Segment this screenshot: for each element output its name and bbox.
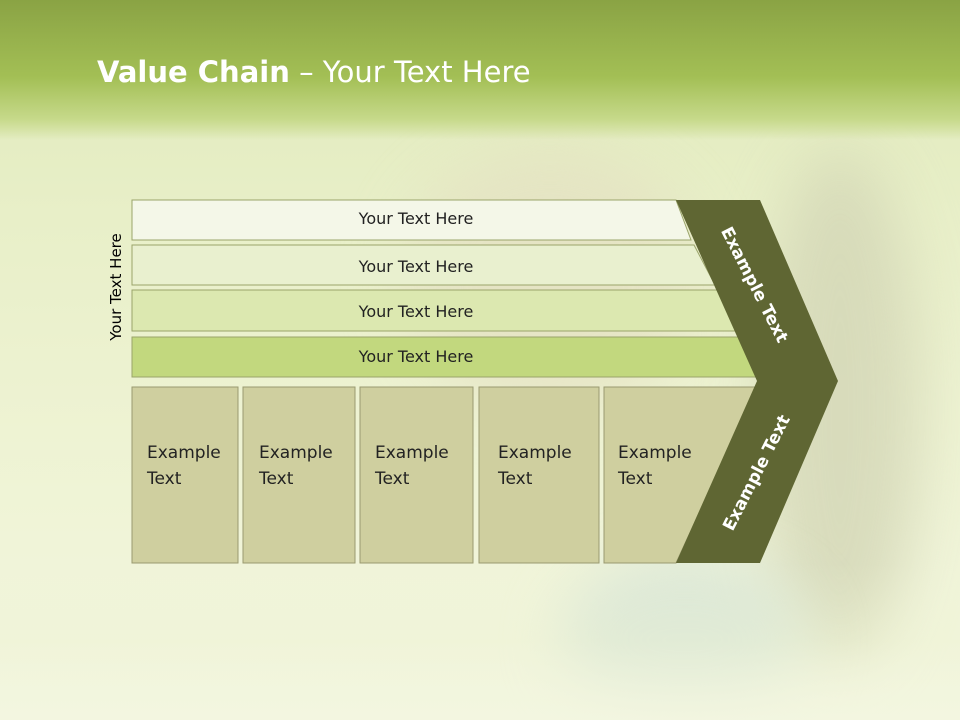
title-rest: – Your Text Here <box>289 55 531 89</box>
column-4-shape <box>478 386 600 564</box>
column-5-line1: Example <box>618 443 692 463</box>
column-3-line2: Text <box>375 469 410 489</box>
header-band <box>0 0 960 140</box>
column-2-line1: Example <box>259 443 333 463</box>
column-5-line2: Text <box>618 469 653 489</box>
column-4-line1: Example <box>498 443 572 463</box>
column-1-line2: Text <box>147 469 182 489</box>
column-2-shape <box>242 386 356 564</box>
row-1-label: Your Text Here <box>358 209 474 228</box>
column-2-line2: Text <box>259 469 294 489</box>
column-1-line1: Example <box>147 443 221 463</box>
column-3-shape <box>359 386 474 564</box>
page-title: Value Chain – Your Text Here <box>97 55 531 89</box>
row-2-label: Your Text Here <box>358 257 474 276</box>
title-bold: Value Chain <box>97 55 290 89</box>
row-1-shape <box>131 199 692 241</box>
chevron-shape <box>676 200 838 563</box>
reflection-fade <box>0 563 960 720</box>
row-4-label: Your Text Here <box>358 347 474 366</box>
column-3-line1: Example <box>375 443 449 463</box>
row-3-label: Your Text Here <box>358 302 474 321</box>
column-1-shape <box>131 386 239 564</box>
column-4-line2: Text <box>498 469 533 489</box>
